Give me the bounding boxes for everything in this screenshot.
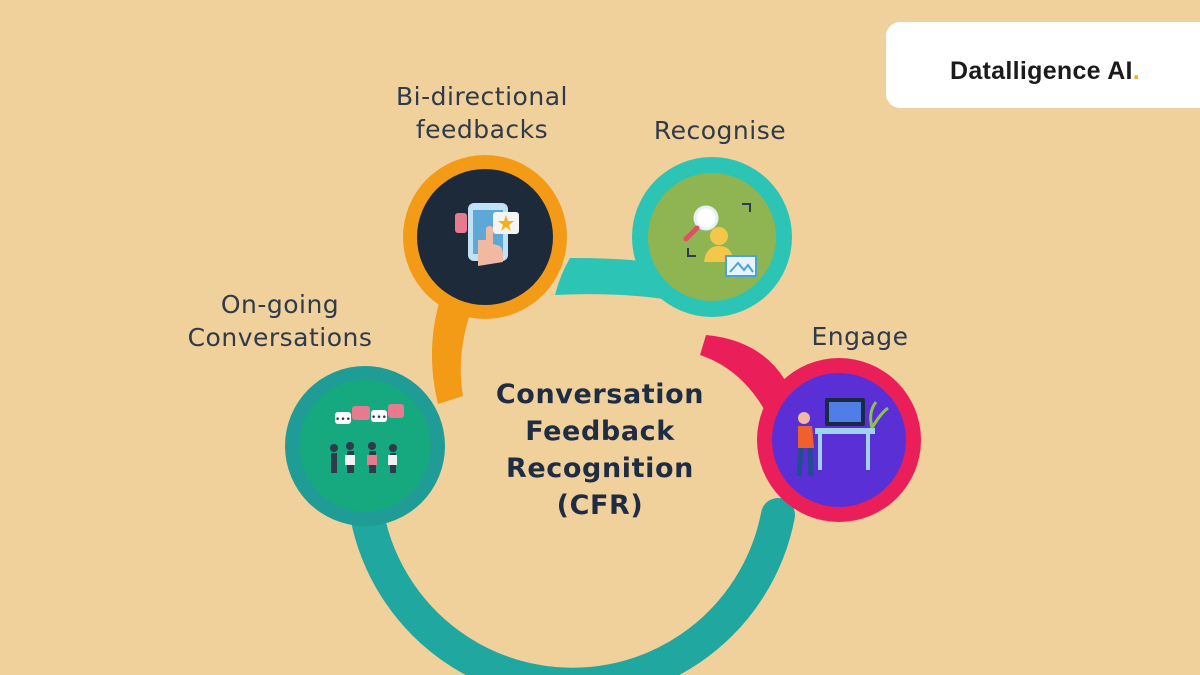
- label-engage: Engage: [790, 320, 930, 353]
- label-recognise: Recognise: [620, 114, 820, 147]
- feedback-connector: [431, 300, 475, 404]
- brand-dot: .: [1132, 57, 1141, 85]
- svg-text:•••: •••: [335, 415, 351, 425]
- brand-name-text: Datalligence AI: [950, 57, 1133, 85]
- phone-star-feedback-icon: [455, 203, 519, 266]
- brand-logo-card: [886, 22, 1200, 108]
- group-chat-icon: ••• •••: [330, 404, 404, 473]
- label-ongoing-line-1: On-going: [220, 290, 340, 319]
- person-at-desk-icon: [796, 398, 889, 477]
- center-line-4: (CFR): [556, 490, 644, 521]
- engage-bubble: [772, 373, 906, 507]
- center-line-3: Recognition: [506, 453, 694, 484]
- svg-text:•••: •••: [371, 413, 387, 423]
- label-recognise-text: Recognise: [653, 116, 787, 145]
- cycle-arc: [346, 419, 795, 675]
- center-line-2: Feedback: [525, 416, 675, 447]
- magnifier-person-icon: [683, 203, 757, 277]
- center-title: Conversation Feedback Recognition (CFR): [450, 376, 750, 524]
- center-line-1: Conversation: [495, 379, 705, 410]
- label-bidirectional-line-1: Bi-directional: [396, 82, 568, 111]
- brand-name: Datalligence AI.: [950, 57, 1140, 86]
- label-ongoing-conversations: On-going Conversations: [160, 288, 400, 354]
- conversations-bubble: [299, 380, 431, 512]
- engage-connector: [700, 335, 785, 420]
- label-bidirectional-feedbacks: Bi-directional feedbacks: [352, 80, 612, 146]
- label-engage-text: Engage: [811, 322, 909, 351]
- label-ongoing-line-2: Conversations: [187, 323, 373, 352]
- label-bidirectional-line-2: feedbacks: [415, 115, 549, 144]
